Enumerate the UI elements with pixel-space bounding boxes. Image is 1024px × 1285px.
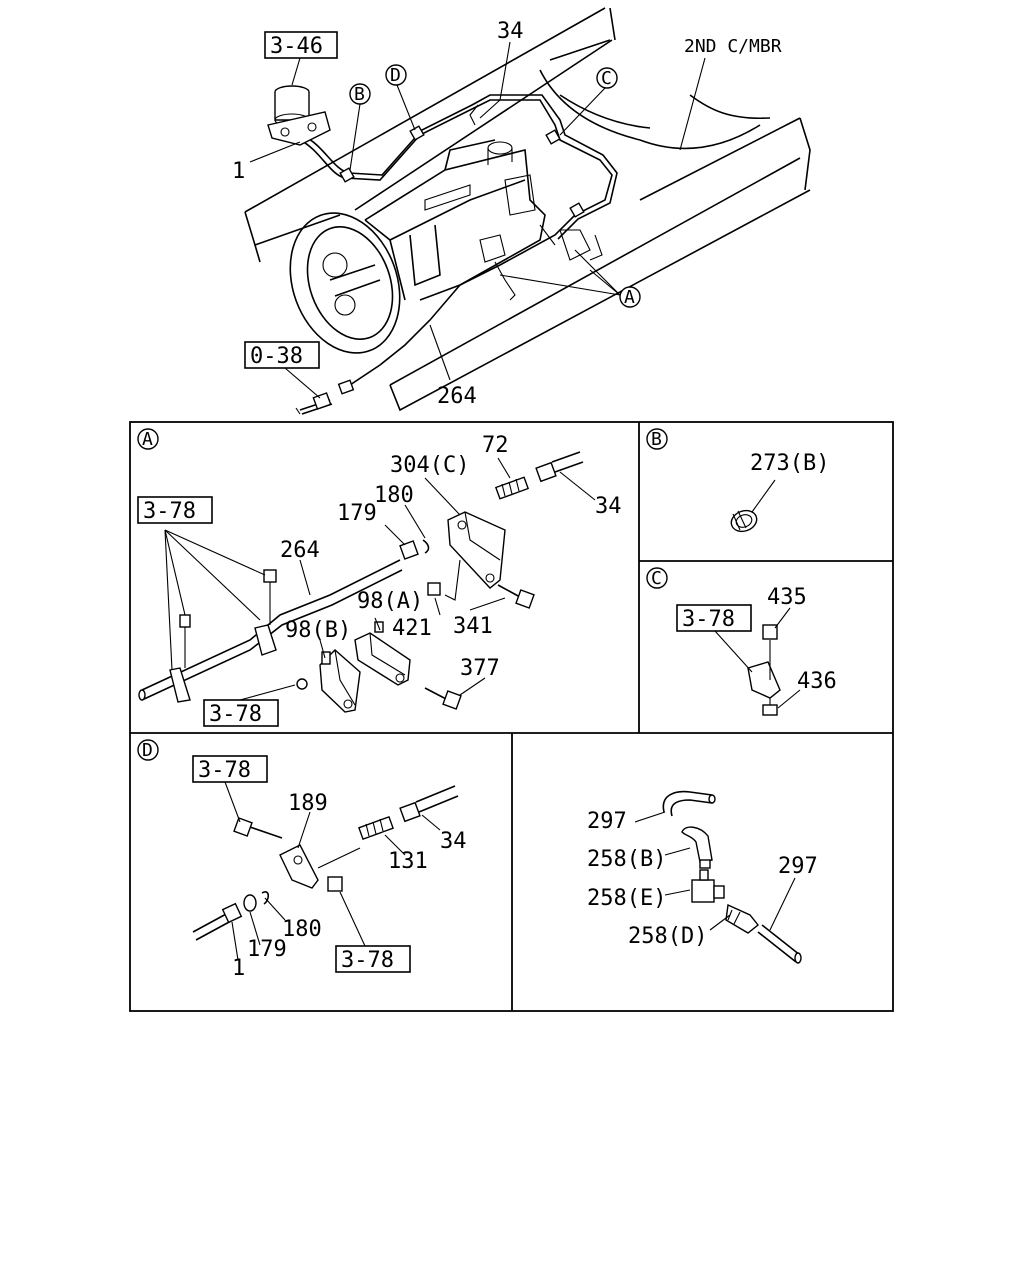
label-435: 435 [767, 585, 807, 610]
label-2nd-cmbr: 2ND C/MBR [684, 36, 782, 57]
callout-c-main: C [601, 68, 612, 89]
label-180-a: 180 [374, 483, 414, 508]
brake-pipe [299, 94, 618, 386]
pipe-clamps [169, 569, 277, 703]
fitting-131 [358, 815, 394, 841]
label-304c: 304(C) [390, 453, 469, 478]
tee-258e [691, 869, 725, 903]
ref-3-78-d-bottom: 3-78 [341, 948, 394, 973]
label-341: 341 [453, 614, 493, 639]
bolt-377 [424, 687, 462, 710]
label-189: 189 [288, 791, 328, 816]
ref-box-3-78-a-bottom [203, 699, 279, 727]
hose-297-right [757, 924, 802, 964]
label-297-right: 297 [778, 854, 818, 879]
callout-circle-a-main [619, 286, 641, 308]
bolt-d [233, 817, 283, 839]
main-leader-lines [249, 41, 706, 399]
label-179-a: 179 [337, 501, 377, 526]
panel-b-tag: B [651, 429, 662, 450]
panel-a-tag: A [142, 429, 153, 450]
callout-circle-c-main [596, 67, 618, 89]
label-179-d: 179 [247, 937, 287, 962]
ref-3-78-d-top: 3-78 [198, 758, 251, 783]
hose-297-top [662, 790, 716, 817]
label-436: 436 [797, 669, 837, 694]
callout-circle-d-main [385, 64, 407, 86]
label-258e: 258(E) [587, 886, 666, 911]
label-34-d: 34 [440, 829, 467, 854]
ref-box-3-46 [264, 31, 338, 59]
label-98a: 98(A) [357, 589, 423, 614]
grommet-273b [730, 509, 758, 533]
label-1-d: 1 [232, 956, 245, 981]
panel-d-tag: D [142, 740, 153, 761]
ref-box-3-78-d-bottom [335, 945, 411, 973]
label-1-main: 1 [232, 159, 245, 184]
detail-panel-d: D 3-78 3-78 [137, 739, 467, 981]
main-assembly-view: 3-46 34 1 2ND C/MBR B D C A 0-38 264 [232, 7, 811, 415]
callout-d-main: D [390, 65, 401, 86]
ref-box-3-78-c [676, 604, 752, 632]
cross-member [539, 39, 771, 150]
callout-a-main: A [624, 287, 635, 308]
label-264-a: 264 [280, 538, 320, 563]
elbow-258b [681, 826, 713, 869]
panel-a-leaders [164, 457, 596, 701]
fitting-72 [494, 476, 530, 500]
pipe-34-d [399, 785, 459, 823]
callout-b-main: B [354, 84, 365, 105]
nut-421 [427, 582, 441, 596]
panel-c-tag: C [651, 568, 662, 589]
ref-0-38-text: 0-38 [250, 344, 303, 369]
fitting-258d [725, 903, 759, 934]
label-180-d: 180 [282, 917, 322, 942]
panel-frames [129, 421, 894, 1012]
label-258d: 258(D) [628, 924, 707, 949]
bracket-98b [319, 649, 361, 713]
label-34-main: 34 [497, 19, 524, 44]
pipe-34-a [535, 451, 584, 483]
bracket-304c [447, 511, 506, 589]
label-258b: 258(B) [587, 847, 666, 872]
detail-panel-b: B 273(B) [646, 428, 829, 533]
label-131: 131 [388, 849, 428, 874]
label-72: 72 [482, 433, 509, 458]
pipe-1-d [192, 891, 270, 941]
air-dryer-unit [267, 85, 331, 146]
label-98b: 98(B) [285, 618, 351, 643]
frame-rail-front [244, 7, 811, 412]
pipe-264 [138, 559, 403, 701]
ref-3-78-c: 3-78 [682, 607, 735, 632]
detail-panel-fittings: 297 258(B) 258(E) 258(D) 297 [587, 790, 818, 964]
label-273b: 273(B) [750, 451, 829, 476]
hose-end-fitting [295, 379, 355, 415]
label-297-top: 297 [587, 809, 627, 834]
nut-d [327, 876, 343, 892]
bracket-189 [279, 844, 319, 889]
callout-circle-b-main [349, 83, 371, 105]
detail-panel-a: A [137, 428, 622, 727]
ref-box-3-78-a-top [137, 496, 213, 524]
label-34-a: 34 [595, 494, 622, 519]
washer-a [296, 678, 308, 690]
bolt-341 [497, 584, 535, 609]
ref-3-46-text: 3-46 [270, 34, 323, 59]
detail-panel-c: C 3-78 435 436 [646, 567, 837, 716]
ref-box-3-78-d-top [192, 755, 268, 783]
label-264-main: 264 [437, 384, 477, 409]
label-421: 421 [392, 616, 432, 641]
ref-3-78-a-bottom: 3-78 [209, 702, 262, 727]
clamp-c [747, 624, 781, 716]
ref-3-78-a-top: 3-78 [143, 499, 196, 524]
ref-box-0-38 [244, 341, 320, 369]
label-377: 377 [460, 656, 500, 681]
